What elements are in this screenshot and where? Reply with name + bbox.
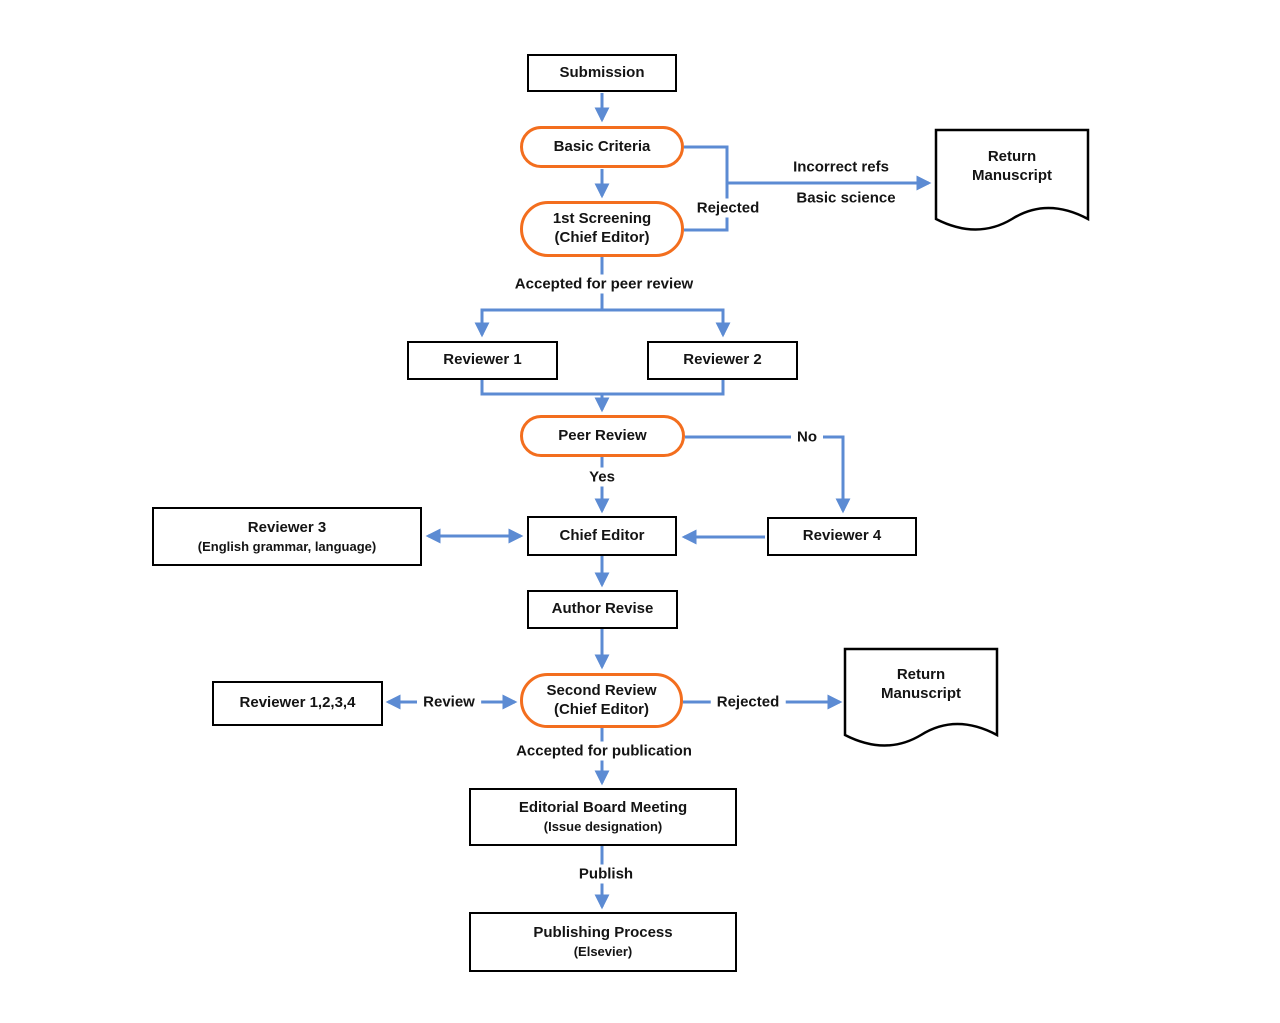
edge-split-to-reviewers-1-2 [474, 308, 731, 338]
node-shape-return-manuscript-1 [934, 128, 1090, 231]
node-label: Peer Review [558, 426, 647, 444]
node-first-screening: 1st Screening (Chief Editor) [520, 201, 684, 257]
node-editorial-board: Editorial Board Meeting (Issue designatio… [469, 788, 737, 846]
document-shapes [843, 128, 1090, 747]
node-reviewer-4: Reviewer 4 [767, 517, 917, 556]
node-label: Editorial Board Meeting [518, 799, 688, 817]
node-label: 1st Screening (Chief Editor) [552, 210, 652, 246]
edge-label-review: Review [417, 692, 481, 712]
edge-label-incorrect-refs: Incorrect refs [787, 157, 895, 177]
edge-label-accepted-for-peer-review: Accepted for peer review [508, 274, 700, 294]
node-reviewer-3: Reviewer 3 (English grammar, language) [152, 507, 422, 566]
edge-peer-review-no-to-reviewer-4 [685, 435, 851, 514]
node-submission: Submission [527, 54, 677, 92]
edge-rejected-bracket [684, 145, 729, 232]
node-shape-return-manuscript-2 [843, 647, 999, 747]
edge-label-rejected-1: Rejected [690, 198, 766, 218]
node-reviewer-1234: Reviewer 1,2,3,4 [212, 681, 383, 726]
edge-label-basic-science: Basic science [790, 188, 902, 208]
node-reviewer-1: Reviewer 1 [407, 341, 558, 380]
node-label: Reviewer 4 [802, 527, 882, 545]
node-label: Submission [559, 63, 645, 81]
node-label: Publishing Process [533, 924, 673, 942]
node-peer-review: Peer Review [520, 415, 685, 457]
node-label: Author Revise [551, 600, 654, 618]
node-label: Reviewer 1,2,3,4 [239, 694, 356, 712]
node-sublabel: (Issue designation) [543, 819, 663, 835]
node-label: Reviewer 2 [683, 351, 762, 369]
node-label: Reviewer 1 [443, 351, 522, 369]
node-label: Second Review (Chief Editor) [546, 681, 657, 718]
node-publishing-process: Publishing Process (Elsevier) [469, 912, 737, 972]
node-sublabel: (Elsevier) [573, 944, 633, 960]
edge-label-accepted-for-publication: Accepted for publication [510, 741, 698, 761]
node-label: Basic Criteria [553, 137, 651, 155]
node-reviewer-2: Reviewer 2 [647, 341, 798, 380]
node-chief-editor: Chief Editor [527, 516, 677, 556]
node-author-revise: Author Revise [527, 590, 678, 629]
edge-label-no: No [791, 427, 823, 447]
node-label: Chief Editor [559, 526, 645, 544]
node-basic-criteria: Basic Criteria [520, 126, 684, 168]
edge-label-publish: Publish [572, 864, 640, 884]
node-sublabel: (English grammar, language) [197, 538, 377, 554]
edge-label-yes: Yes [583, 467, 621, 487]
node-second-review: Second Review (Chief Editor) [520, 673, 683, 728]
edge-label-rejected-2: Rejected [710, 692, 786, 712]
edge-reviewers-merge [480, 380, 725, 396]
node-label: Reviewer 3 [247, 518, 327, 536]
